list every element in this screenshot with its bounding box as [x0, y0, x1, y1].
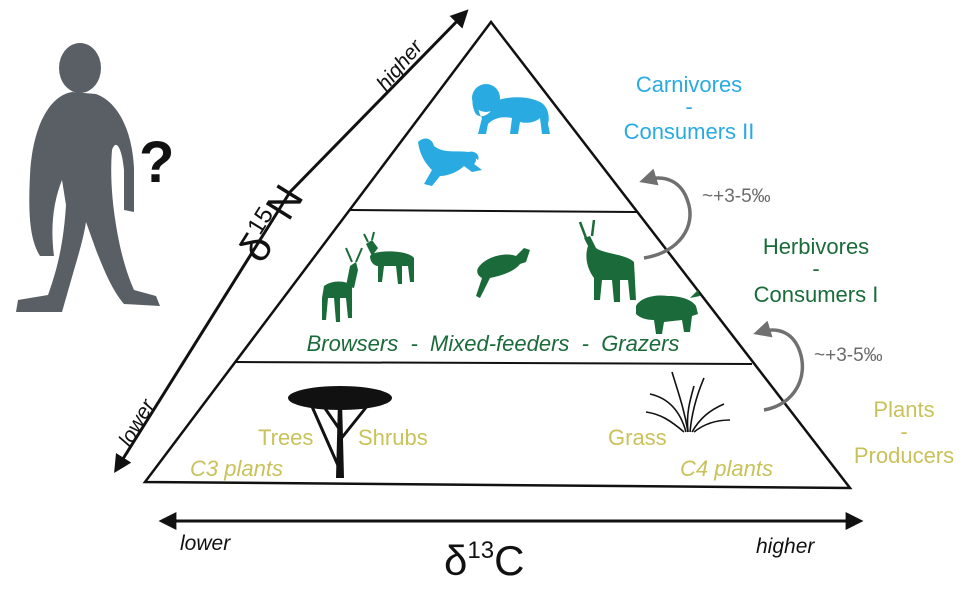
c-axis-higher-label: higher	[756, 535, 815, 558]
n-axis-arrow-up	[288, 9, 469, 194]
plants-label: Plants - Producers	[854, 397, 954, 468]
svg-text:Carnivores: Carnivores	[636, 72, 742, 97]
c4-plants-label: C4 plants	[680, 456, 773, 481]
svg-text:Consumers II: Consumers II	[624, 119, 755, 144]
n-axis-label: δ15N	[230, 177, 312, 270]
grass-tuft-icon	[645, 371, 731, 433]
svg-text:Producers: Producers	[854, 443, 954, 468]
svg-text:-: -	[812, 256, 819, 281]
n-axis-higher-label: higher	[372, 35, 428, 95]
cheetah-icon	[418, 138, 482, 186]
svg-text:Consumers I: Consumers I	[754, 282, 879, 307]
enrichment-arrow-lower	[753, 320, 805, 412]
enrichment-label-upper: ~+3-5‰	[702, 186, 771, 207]
svg-text:-: -	[685, 94, 692, 119]
feeders-line: Browsers - Mixed-feeders - Grazers	[307, 331, 680, 356]
pyramid	[142, 19, 853, 490]
herbivores-label: Herbivores - Consumers I	[754, 234, 879, 307]
c-axis-lower-label: lower	[180, 532, 231, 555]
question-mark: ?	[139, 130, 174, 195]
svg-text:Herbivores: Herbivores	[763, 234, 869, 259]
trees-label: Trees	[258, 425, 313, 450]
tier-divider-lower	[235, 361, 753, 365]
warthog-icon	[636, 290, 700, 334]
hominin-icon	[16, 43, 160, 312]
n-axis-arrow-down	[114, 191, 292, 474]
acacia-tree-icon	[288, 386, 392, 478]
kudu-icon	[322, 247, 363, 322]
enrichment-label-lower: ~+3-5‰	[814, 345, 883, 366]
pyramid-outline	[142, 19, 853, 490]
enrichment-arrow-upper	[639, 168, 692, 260]
c3-plants-label: C3 plants	[190, 456, 283, 481]
svg-text:-: -	[900, 419, 907, 444]
tier-divider-upper	[349, 209, 638, 213]
impala-icon	[476, 248, 530, 298]
c-axis: δ13C lower higher	[158, 512, 864, 584]
c-axis-label: δ13C	[444, 537, 524, 584]
gazelle-icon	[363, 231, 414, 284]
lion-icon	[472, 84, 550, 134]
antelope-icon	[578, 219, 636, 302]
shrubs-label: Shrubs	[358, 425, 428, 450]
svg-text:Plants: Plants	[873, 397, 934, 422]
grass-label: Grass	[608, 425, 667, 450]
n-axis-lower-label: lower	[114, 395, 160, 451]
carnivores-label: Carnivores - Consumers II	[624, 72, 755, 144]
